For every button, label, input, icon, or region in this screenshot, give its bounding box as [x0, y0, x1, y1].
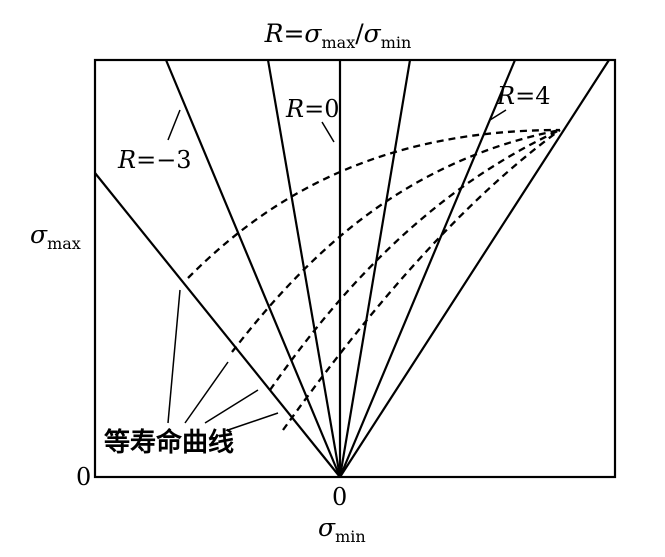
leader-curve-4	[227, 412, 279, 431]
leader-curve-1	[167, 289, 181, 424]
label-r-zero-R: R	[285, 95, 304, 123]
title-R: R	[264, 19, 284, 48]
title-sigma-max: σ	[304, 19, 322, 48]
label-r-neg3-val: =−3	[136, 146, 192, 174]
origin-y-label: 0	[76, 463, 91, 491]
label-r-neg3-R: R	[117, 146, 136, 174]
ray-right-outer	[339, 59, 610, 478]
plot-frame	[93, 58, 617, 479]
label-r-four-val: =4	[515, 82, 550, 110]
origin-x-label: 0	[332, 483, 347, 511]
label-r-neg3: R=−3	[117, 146, 192, 174]
title-sub-max: max	[322, 33, 356, 52]
ray-r-pos1	[338, 59, 412, 478]
leader-r-four	[489, 109, 507, 121]
constant-life-curve-1	[187, 128, 561, 279]
label-constant-life-curves: 等寿命曲线	[104, 427, 234, 458]
leader-curve-3	[204, 389, 259, 424]
constant-life-curve-2	[231, 128, 561, 353]
ray-left-outer	[94, 172, 341, 478]
leader-r-zero	[321, 121, 335, 143]
x-axis-label: σmin	[318, 513, 366, 546]
leader-r-neg3	[167, 109, 181, 141]
title-sigma-min: σ	[364, 19, 382, 48]
title-sub-min: min	[381, 33, 412, 52]
constant-life-curve-4	[282, 129, 561, 431]
ray-r-neg3	[164, 59, 342, 478]
y-axis-label: σmax	[30, 220, 81, 253]
x-axis-sub: min	[335, 527, 366, 546]
y-axis-sigma: σ	[30, 220, 48, 249]
leader-curve-2	[184, 361, 229, 424]
x-axis-sigma: σ	[318, 513, 336, 542]
label-r-four: R=4	[496, 82, 550, 110]
title-slash: /	[355, 19, 364, 48]
label-r-four-R: R	[496, 82, 515, 110]
ray-r-four	[338, 59, 517, 478]
label-r-zero: R=0	[285, 95, 339, 123]
label-r-zero-val: =0	[304, 95, 339, 123]
y-axis-sub: max	[47, 234, 81, 253]
title-eq: =	[283, 19, 304, 48]
constant-life-curve-3	[269, 128, 561, 391]
diagram-title: R=σmax/σmin	[264, 19, 412, 52]
